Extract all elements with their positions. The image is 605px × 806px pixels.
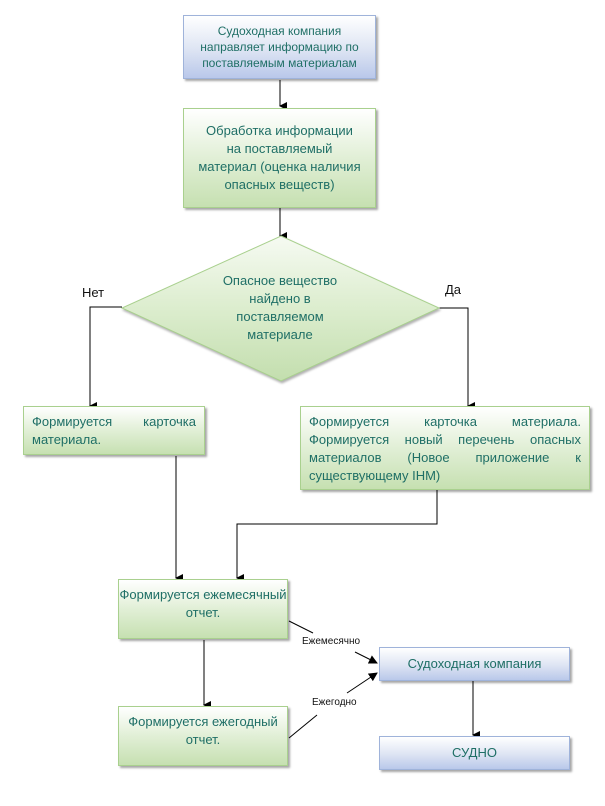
ship-node: СУДНО	[379, 736, 570, 770]
arrow-decision-no	[89, 306, 122, 410]
start-node-text: Судоходная компания направляет информаци…	[200, 24, 359, 70]
company-text: Судоходная компания	[407, 656, 542, 671]
arrow-annual-to-company-a	[288, 714, 318, 739]
monthly-label: Ежемесячно	[302, 636, 361, 647]
decision-text: Опасное вещество найдено в поставляемом …	[222, 273, 338, 342]
annual-label: Ежегодно	[312, 697, 357, 708]
ship-text: СУДНО	[452, 745, 497, 760]
monthly-report-node: Формируется ежемесячный отчет.	[118, 579, 288, 639]
arrow-decision-yes	[438, 307, 475, 410]
process-node: Обработка информации на поставляемый мат…	[183, 108, 376, 208]
yes-label: Да	[445, 282, 462, 297]
arrow-annual-to-company-b	[346, 672, 378, 694]
arrow-monthly-to-company-a	[288, 620, 314, 634]
yes-branch-text: Формируется карточка материала. Формируе…	[309, 414, 581, 483]
company-node: Судоходная компания	[379, 647, 570, 681]
no-label: Нет	[82, 285, 105, 300]
decision-diamond	[120, 235, 441, 382]
no-branch-node: Формируется карточка материала.	[23, 406, 205, 455]
annual-report-node: Формируется ежегодный отчет.	[118, 706, 288, 766]
annual-report-text: Формируется ежегодный отчет.	[128, 714, 278, 747]
yes-branch-node: Формируется карточка материала. Формируе…	[300, 406, 590, 490]
start-node: Судоходная компания направляет информаци…	[183, 15, 376, 79]
monthly-report-text: Формируется ежемесячный отчет.	[119, 587, 287, 620]
process-node-text: Обработка информации на поставляемый мат…	[198, 123, 361, 192]
arrow-yes-to-monthly	[236, 490, 438, 582]
arrow-monthly-to-company-b	[354, 651, 378, 664]
no-branch-text: Формируется карточка материала.	[32, 414, 196, 447]
